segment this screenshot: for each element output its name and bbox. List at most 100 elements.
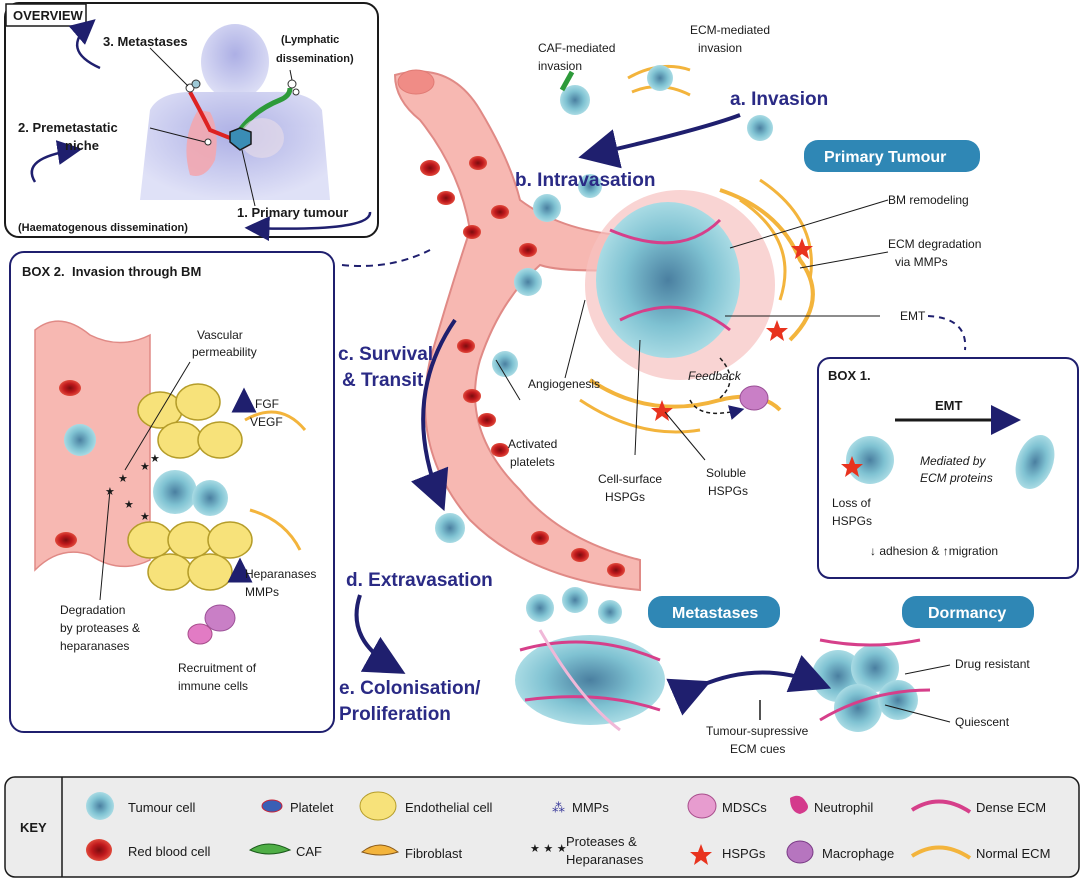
- caf-invasion-label: CAF-mediated: [538, 41, 615, 55]
- bm-remodeling-label: BM remodeling: [888, 193, 969, 207]
- box2-mmps: MMPs: [245, 585, 279, 599]
- ecm-invasion-fibers: [627, 64, 691, 97]
- extravasation-arrow: [354, 594, 406, 674]
- transit-arrow: [411, 318, 457, 512]
- macrophage-icon: [786, 840, 814, 864]
- soluble-hspgs-label-2: HSPGs: [708, 484, 748, 498]
- key-heparanases: Heparanases: [566, 852, 644, 867]
- box2-degradation: Degradation: [60, 603, 125, 617]
- box2-degradation-3: heparanases: [60, 639, 129, 653]
- cell-surface-hspgs-label: Cell-surface: [598, 472, 662, 486]
- key-mmps: MMPs: [572, 800, 609, 815]
- stage-colonisation: e. Colonisation/: [339, 678, 481, 699]
- overview-niche: niche: [65, 138, 99, 153]
- key-dense-ecm: Dense ECM: [976, 800, 1046, 815]
- box2-title: Invasion through BM: [72, 264, 201, 279]
- red-blood-cell-icon: [86, 839, 112, 861]
- box1-footer: ↓ adhesion & ↑migration: [870, 544, 998, 558]
- key-normal-ecm: Normal ECM: [976, 846, 1050, 861]
- key-macrophage: Macrophage: [822, 846, 894, 861]
- emt-label: EMT: [900, 309, 926, 323]
- stage-intravasation: b. Intravasation: [515, 170, 655, 191]
- key-endothelial: Endothelial cell: [405, 800, 493, 815]
- box1-emt: EMT: [935, 398, 963, 413]
- stage-transit: & Transit: [342, 370, 424, 391]
- overview-primary: 1. Primary tumour: [237, 205, 348, 220]
- breast-tissue: [240, 118, 284, 158]
- epithelial-cell-icon: [846, 436, 894, 484]
- metastases-pill: [648, 596, 780, 628]
- box2-recruitment: Recruitment of: [178, 661, 257, 675]
- mmps-icon: ⁂: [552, 801, 565, 816]
- svg-text:★: ★: [118, 472, 128, 485]
- box2-recruitment-2: immune cells: [178, 679, 248, 693]
- fibroblast-icon: [360, 844, 400, 856]
- box2-vascular-2: permeability: [192, 345, 257, 359]
- activated-platelets-label-2: platelets: [510, 455, 555, 469]
- overview-premetastatic: 2. Premetastatic: [18, 120, 118, 135]
- tumour-suppressive-label-2: ECM cues: [730, 742, 785, 756]
- haematogenous-route: [188, 91, 231, 140]
- stage-extravasation: d. Extravasation: [346, 570, 493, 591]
- ecm-invasion-label: ECM-mediated: [690, 23, 770, 37]
- neutrophil-icon: [790, 795, 808, 814]
- hspg-star-icon: [841, 456, 863, 477]
- overview-title: OVERVIEW: [13, 8, 84, 23]
- hspgs-icon: [690, 844, 712, 865]
- svg-text:★: ★: [140, 460, 150, 473]
- cell-surface-hspgs-label-2: HSPGs: [605, 490, 645, 504]
- box2-fgf: FGF: [255, 397, 279, 411]
- mesenchymal-cell-icon: [1015, 434, 1055, 490]
- tumour-cell-icon: [86, 792, 114, 820]
- box2-panel: BOX 2. Invasion through BM ★★ ★★ ★★: [9, 251, 335, 733]
- dormancy-title: Dormancy: [928, 605, 1006, 622]
- quiescent-label: Quiescent: [955, 715, 1010, 729]
- caf-icon: [248, 843, 292, 855]
- box1-panel: BOX 1. EMT Mediated by ECM proteins Loss…: [817, 357, 1079, 579]
- key-tumour-cell: Tumour cell: [128, 800, 196, 815]
- key-rbc: Red blood cell: [128, 844, 210, 859]
- ecm-invasion-label-2: invasion: [698, 41, 742, 55]
- metastases-title: Metastases: [672, 605, 758, 622]
- primary-tumour-icon: [229, 127, 252, 151]
- overview-lymphatic-2: dissemination): [276, 53, 354, 65]
- box1-mediated: Mediated by: [920, 454, 986, 468]
- primary-tumour-pill: [804, 140, 980, 172]
- dormancy-cluster: [812, 638, 931, 732]
- activated-platelets-label: Activated: [508, 437, 557, 451]
- dense-ecm-icon: [910, 799, 972, 814]
- key-panel: KEY Tumour cell Red blood cell Platelet …: [4, 776, 1080, 878]
- ecm-degradation-label: ECM degradation: [888, 237, 981, 251]
- stage-invasion: a. Invasion: [730, 89, 828, 110]
- normal-ecm-icon: [910, 845, 972, 860]
- caf-invasion-label-2: invasion: [538, 59, 582, 73]
- primary-tumour-cluster: [579, 178, 815, 434]
- endothelial-cell-icon: [359, 791, 397, 821]
- box1-loss-2: HSPGs: [832, 514, 872, 528]
- key-neutrophil: Neutrophil: [814, 800, 873, 815]
- key-hspgs: HSPGs: [722, 846, 766, 861]
- key-mdscs: MDSCs: [722, 800, 767, 815]
- svg-text:★: ★: [124, 498, 134, 511]
- blood-vessel: [393, 69, 641, 592]
- box2-vegf: VEGF: [250, 415, 283, 429]
- dormancy-pill: [902, 596, 1034, 628]
- box2-heparanases: Heparanases: [245, 567, 316, 581]
- svg-text:★: ★: [150, 452, 160, 465]
- soluble-hspgs-label: Soluble: [706, 466, 746, 480]
- stage-proliferation: Proliferation: [339, 704, 451, 725]
- overview-haematogenous: (Haematogenous dissemination): [18, 222, 188, 234]
- feedback-label: Feedback: [688, 369, 742, 383]
- box2-title-prefix: BOX 2.: [22, 264, 65, 279]
- key-fibroblast: Fibroblast: [405, 846, 462, 861]
- key-platelet: Platelet: [290, 800, 334, 815]
- primary-tumour-title: Primary Tumour: [824, 149, 946, 166]
- invasion-arrow: [578, 113, 741, 169]
- box2-degradation-2: by proteases &: [60, 621, 140, 635]
- metastasis-cluster: [515, 629, 665, 732]
- vessel-rbcs: [420, 156, 625, 577]
- floating-tumour-cells: [435, 85, 773, 624]
- overview-metastases: 3. Metastases: [103, 34, 188, 49]
- box1-title: BOX 1.: [828, 368, 871, 383]
- lymphatic-route: [238, 87, 293, 132]
